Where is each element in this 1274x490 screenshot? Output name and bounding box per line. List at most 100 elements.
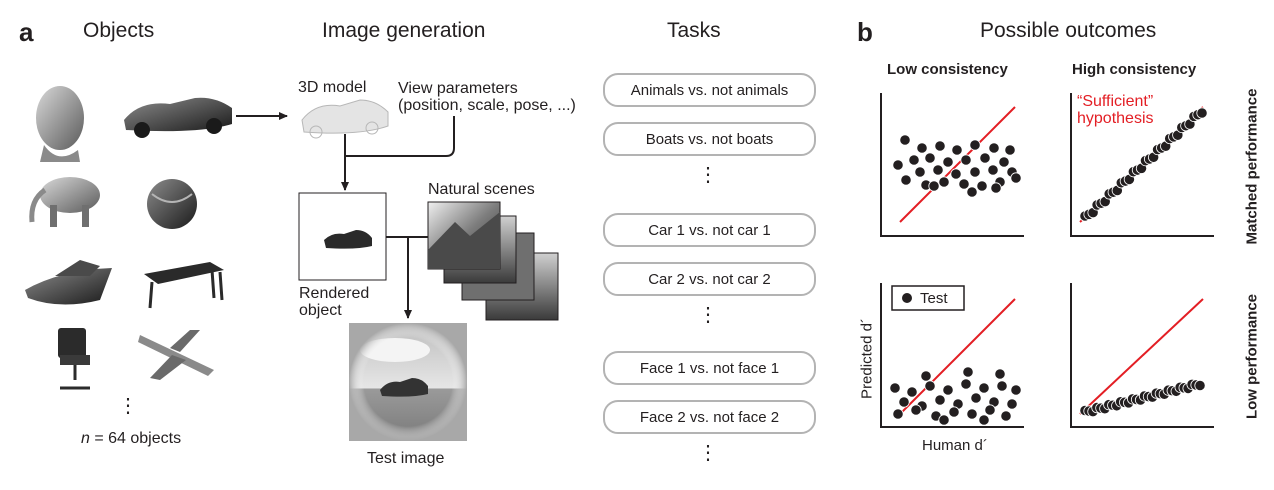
column-title-high-consistency: High consistency [1072, 61, 1197, 78]
view-parameters-label: View parameters (position, scale, pose, … [398, 80, 576, 114]
scatter-point [966, 408, 978, 420]
object-airplane-image [138, 330, 214, 380]
task-car-1: Car 1 vs. not car 1 [603, 213, 816, 247]
3d-model-label: 3D model [298, 79, 367, 96]
scatter-point [906, 386, 918, 398]
sufficient-hypothesis-label: “Sufficient” hypothesis [1077, 93, 1154, 127]
task-ellipsis-2: ⋮ [698, 304, 718, 326]
test-image [349, 323, 467, 441]
row-label-matched-performance: Matched performance [1243, 88, 1261, 245]
scatter-point [948, 406, 960, 418]
scatter-point [934, 394, 946, 406]
object-count: n = 64 objects [81, 430, 181, 447]
natural-scenes-stack [427, 201, 559, 321]
object-car-image [124, 97, 232, 138]
scatter-point [1006, 398, 1018, 410]
view-parameters-line1: View parameters [398, 80, 518, 97]
scatter-point [958, 178, 970, 190]
tasks-heading: Tasks [667, 19, 721, 42]
object-count-n: n [81, 430, 90, 447]
task-animals: Animals vs. not animals [603, 73, 816, 107]
panel-a-letter: a [19, 17, 34, 47]
scatter-point [916, 142, 928, 154]
task-face-1: Face 1 vs. not face 1 [603, 351, 816, 385]
scatter-point [899, 134, 911, 146]
3d-model-image [301, 99, 389, 139]
task-ellipsis-1: ⋮ [698, 164, 718, 186]
scatter-point [976, 180, 988, 192]
scatter-point [984, 404, 996, 416]
scatter-point [892, 408, 904, 420]
possible-outcomes-heading: Possible outcomes [980, 19, 1157, 42]
scatter-point [914, 166, 926, 178]
column-title-low-consistency: Low consistency [887, 61, 1008, 78]
scatter-point [1010, 172, 1022, 184]
rendered-line1: Rendered [299, 285, 370, 302]
scatter-point [1196, 107, 1208, 119]
objects-heading: Objects [83, 19, 155, 42]
legend-dot [902, 293, 912, 303]
scatter-point [996, 380, 1008, 392]
scatter-point [928, 180, 940, 192]
scatter-point [950, 168, 962, 180]
scatter-point [942, 156, 954, 168]
task-ellipsis-3: ⋮ [698, 442, 718, 464]
natural-scenes-label: Natural scenes [428, 181, 535, 198]
scatter-point [969, 139, 981, 151]
scatter-point [1004, 144, 1016, 156]
rendered-object-label: Rendered object [299, 285, 369, 319]
scatter-point [932, 164, 944, 176]
scatter-point [924, 152, 936, 164]
scatter-point [990, 182, 1002, 194]
sufficient-line2: hypothesis [1077, 110, 1154, 127]
sufficient-line1: “Sufficient” [1077, 93, 1154, 110]
object-ball-image [147, 179, 197, 229]
object-head-image [36, 86, 84, 162]
scatter-point [920, 370, 932, 382]
task-boats: Boats vs. not boats [603, 122, 816, 156]
scatter-point [979, 152, 991, 164]
scatter-point [900, 174, 912, 186]
object-chair-image [58, 328, 90, 390]
object-table-image [144, 262, 224, 309]
legend-label: Test [920, 290, 948, 307]
view-parameters-line2: (position, scale, pose, ...) [398, 97, 576, 114]
object-count-text: = 64 objects [89, 430, 182, 447]
object-elephant-image [29, 177, 100, 227]
scatter-point [938, 176, 950, 188]
x-axis-label: Human d´ [922, 437, 988, 454]
scatter-point [998, 156, 1010, 168]
rendered-car-image [324, 230, 372, 249]
scatter-point [966, 186, 978, 198]
scatter-point [970, 392, 982, 404]
panel-b-letter: b [857, 17, 873, 47]
scatter-point [962, 366, 974, 378]
scatter-point [942, 384, 954, 396]
scatter-point [934, 140, 946, 152]
scatter-point [978, 382, 990, 394]
image-generation-heading: Image generation [322, 19, 486, 42]
scatter-point [1194, 379, 1206, 392]
scatter-point [988, 142, 1000, 154]
object-boat-image [25, 260, 112, 305]
scatter-point [889, 382, 901, 394]
more-objects-ellipsis: ⋮ [118, 395, 138, 417]
scatter-point [960, 378, 972, 390]
scatter-point [938, 414, 950, 426]
scatter-point [951, 144, 963, 156]
scatter-point [892, 159, 904, 171]
test-image-label: Test image [367, 450, 445, 467]
scatter-point [1000, 410, 1012, 422]
plot-low-consistency-low-performance [880, 283, 1024, 428]
scatter-point [987, 164, 999, 176]
task-face-2: Face 2 vs. not face 2 [603, 400, 816, 434]
plot-high-consistency-matched [1070, 93, 1214, 237]
rendered-line2: object [299, 302, 342, 319]
y-axis-label: Predicted d´ [858, 318, 876, 399]
scatter-point [910, 404, 922, 416]
scatter-point [908, 154, 920, 166]
scatter-point [924, 380, 936, 392]
scatter-point [969, 166, 981, 178]
plot-low-consistency-matched [880, 93, 1024, 237]
